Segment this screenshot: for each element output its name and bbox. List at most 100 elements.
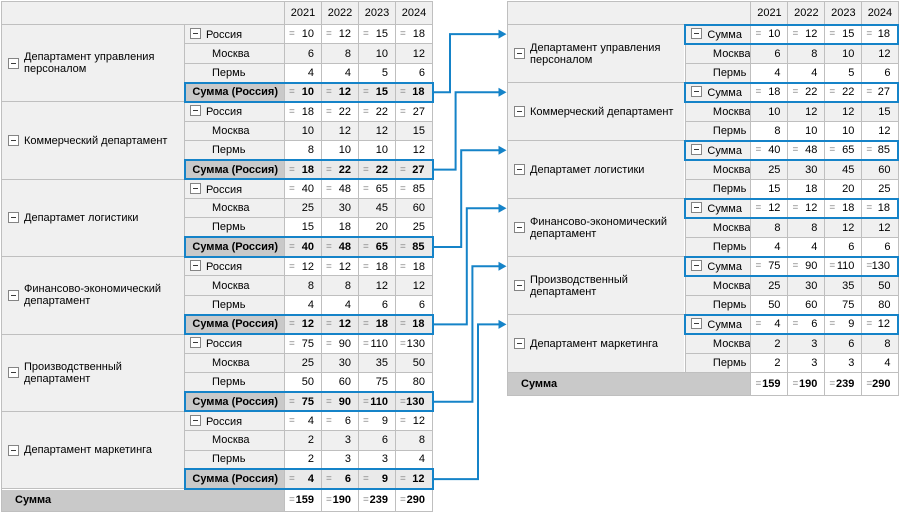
row-label: Пермь bbox=[212, 66, 246, 79]
department-cell-content: Финансово-экономический департамент bbox=[8, 283, 180, 307]
row-label-cell: Пермь bbox=[684, 120, 752, 142]
value-cell: =130 bbox=[395, 391, 434, 413]
equals-icon: = bbox=[363, 338, 369, 350]
value-text: 12 bbox=[805, 28, 818, 41]
collapse-icon[interactable] bbox=[8, 57, 19, 69]
department-cell-content: Коммерческий департамент bbox=[8, 135, 180, 147]
value-text: 4 bbox=[418, 453, 425, 466]
value-text: 18 bbox=[412, 86, 425, 99]
value-text: 48 bbox=[338, 240, 351, 253]
value-text: 65 bbox=[375, 240, 388, 253]
value-text: 75 bbox=[842, 298, 855, 311]
collapse-icon[interactable] bbox=[691, 85, 703, 97]
row-label-cell: Пермь bbox=[684, 62, 752, 84]
equals-icon: = bbox=[866, 28, 873, 40]
collapse-icon[interactable] bbox=[8, 444, 19, 456]
collapse-icon[interactable] bbox=[691, 317, 703, 329]
row-label: Россия bbox=[206, 415, 243, 428]
value-text: 12 bbox=[878, 221, 891, 234]
value-cell: 12 bbox=[395, 43, 433, 64]
value-text: 18 bbox=[375, 318, 388, 331]
value-cell: =40 bbox=[750, 139, 789, 161]
value-cell: =18 bbox=[395, 81, 434, 103]
equals-icon: = bbox=[289, 86, 295, 98]
collapse-icon[interactable] bbox=[514, 106, 525, 118]
value-cell: 25 bbox=[750, 275, 789, 296]
collapse-icon[interactable] bbox=[8, 289, 19, 301]
collapse-icon[interactable] bbox=[691, 27, 703, 39]
value-text: 25 bbox=[878, 182, 891, 195]
collapse-icon[interactable] bbox=[8, 135, 19, 147]
row-label: Сумма (Россия) bbox=[192, 163, 278, 176]
collapse-icon[interactable] bbox=[190, 337, 201, 349]
value-text: 60 bbox=[412, 202, 425, 215]
collapse-icon[interactable] bbox=[514, 48, 525, 60]
row-label-cell: Москва bbox=[184, 275, 285, 296]
equals-icon: = bbox=[326, 163, 332, 175]
row-label: Москва bbox=[712, 105, 751, 118]
value-cell: =18 bbox=[395, 313, 434, 336]
row-label-cell: Пермь bbox=[184, 62, 285, 84]
equals-icon: = bbox=[755, 260, 762, 272]
value-text: 4 bbox=[307, 66, 314, 79]
collapse-icon[interactable] bbox=[691, 143, 703, 155]
value-text: 12 bbox=[301, 260, 314, 273]
equals-icon: = bbox=[400, 260, 406, 272]
collapse-icon[interactable] bbox=[514, 338, 525, 350]
collapse-icon[interactable] bbox=[8, 212, 19, 224]
value-text: 35 bbox=[375, 357, 388, 370]
value-cell: 35 bbox=[358, 352, 396, 374]
value-cell: 3 bbox=[824, 352, 863, 374]
row-label: Сумма bbox=[707, 28, 742, 41]
collapse-icon[interactable] bbox=[190, 414, 201, 426]
collapse-icon[interactable] bbox=[190, 105, 201, 117]
collapse-icon[interactable] bbox=[8, 367, 19, 379]
equals-icon: = bbox=[326, 338, 332, 350]
department-cell: Департамет логистики bbox=[507, 140, 686, 200]
value-cell: 3 bbox=[321, 430, 359, 451]
value-text: 85 bbox=[412, 183, 425, 196]
equals-icon: = bbox=[289, 241, 295, 253]
collapse-icon[interactable] bbox=[514, 280, 525, 292]
connector-line bbox=[432, 323, 500, 481]
value-text: 10 bbox=[301, 28, 314, 41]
row-label-cell: Сумма bbox=[684, 23, 752, 45]
value-cell: =18 bbox=[750, 81, 789, 103]
department-cell: Департамет логистики bbox=[1, 178, 185, 258]
collapse-icon[interactable] bbox=[190, 260, 201, 272]
collapse-icon[interactable] bbox=[514, 164, 525, 176]
value-cell: =4 bbox=[750, 313, 789, 336]
value-cell: 10 bbox=[824, 43, 863, 64]
value-cell: =22 bbox=[824, 81, 863, 103]
collapse-icon[interactable] bbox=[514, 222, 525, 234]
value-cell: 12 bbox=[861, 217, 899, 238]
value-cell: =18 bbox=[861, 23, 899, 45]
value-text: 45 bbox=[842, 163, 855, 176]
value-text: 30 bbox=[805, 163, 818, 176]
collapse-icon[interactable] bbox=[190, 27, 201, 39]
equals-icon: = bbox=[289, 494, 295, 506]
value-text: 6 bbox=[884, 66, 891, 79]
value-cell: 15 bbox=[395, 120, 433, 142]
value-cell: 18 bbox=[787, 178, 826, 200]
row-label-cell: Сумма (Россия) bbox=[183, 391, 285, 413]
department-cell-content: Департамет логистики bbox=[514, 164, 680, 176]
collapse-icon[interactable] bbox=[691, 259, 703, 271]
value-cell: 8 bbox=[284, 275, 322, 296]
value-cell: 60 bbox=[395, 198, 433, 219]
collapse-icon[interactable] bbox=[190, 182, 201, 194]
value-cell: =10 bbox=[284, 81, 322, 103]
equals-icon: = bbox=[363, 494, 369, 506]
collapse-icon[interactable] bbox=[691, 201, 703, 213]
value-cell: 12 bbox=[861, 43, 899, 64]
value-text: 85 bbox=[877, 144, 890, 157]
value-text: 18 bbox=[375, 260, 388, 273]
row-label-cell: Москва bbox=[684, 275, 752, 296]
value-text: 40 bbox=[301, 183, 314, 196]
value-text: 18 bbox=[412, 260, 425, 273]
department-cell-content: Коммерческий департамент bbox=[514, 106, 680, 118]
grand-total-row: Сумма=159=190=239=290 bbox=[1, 488, 433, 512]
value-text: 15 bbox=[375, 86, 388, 99]
